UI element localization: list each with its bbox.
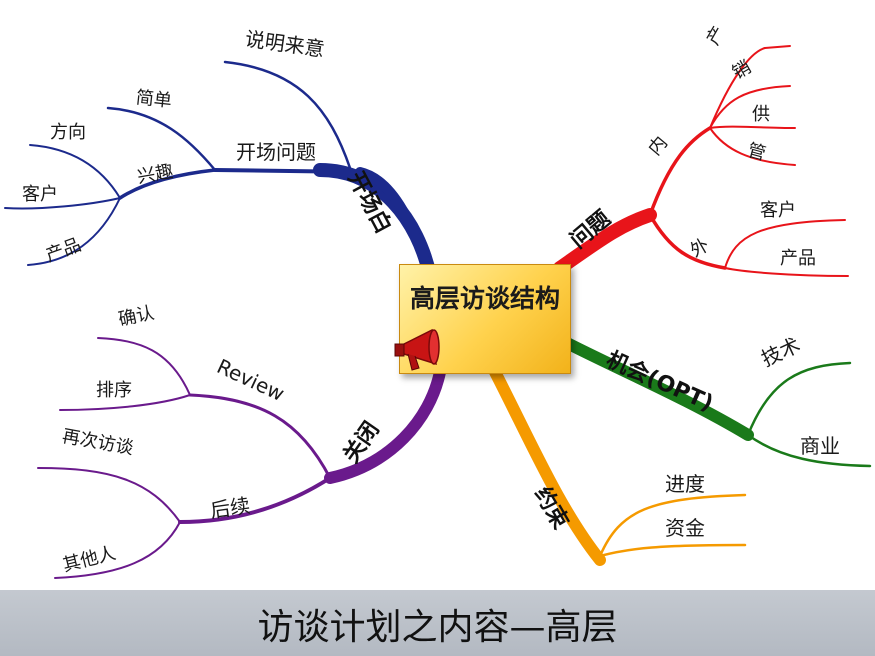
opening-direction-label: 方向 [50, 122, 86, 143]
problem-main-branch [553, 208, 657, 275]
close-followup-branch [178, 476, 332, 524]
opening-question-branch [213, 168, 362, 174]
problem-product-label: 产品 [780, 248, 816, 269]
opening-interest-branch [118, 168, 217, 200]
opportunity-tech-branch [746, 361, 852, 437]
opportunity-business-label: 商业 [800, 434, 840, 458]
close-others-branch [54, 521, 181, 579]
agreement-progress-label: 进度 [665, 472, 705, 496]
problem-sell-branch [709, 85, 791, 129]
close-followup-label: 后续 [208, 493, 252, 523]
mind-map-canvas: 高层访谈结构 开场白 说明来意 开场问题 兴趣 简单 方向 客户 产品 问题 内… [4, 23, 872, 579]
problem-supply-label: 供 [752, 104, 770, 125]
close-reinterview-branch [37, 467, 181, 523]
problem-inner-branch [648, 126, 712, 217]
opening-direction-branch [29, 144, 121, 199]
close-sort-branch [59, 394, 191, 411]
problem-supply-branch [709, 125, 796, 129]
footer-banner: 访谈计划之内容—高层 [0, 590, 875, 656]
center-topic-title: 高层访谈结构 [409, 284, 560, 313]
opportunity-business-branch [746, 433, 872, 468]
close-review-branch [188, 393, 332, 480]
agreement-main-branch [489, 366, 606, 566]
close-confirm-branch [97, 337, 191, 396]
problem-customer-label: 客户 [760, 200, 796, 221]
problem-outer-branch [648, 213, 727, 270]
opening-purpose-branch [223, 60, 352, 170]
close-main-branch [324, 366, 446, 484]
opening-customer-label: 客户 [22, 184, 58, 205]
problem-manage-branch [709, 127, 796, 166]
problem-customer-branch [724, 219, 846, 269]
footer-title: 访谈计划之内容—高层 [257, 607, 618, 648]
megaphone-icon [394, 328, 440, 371]
opening-customer-branch [4, 197, 121, 210]
opening-simple-branch [106, 106, 217, 172]
problem-product-branch [724, 267, 849, 277]
opening-question-label: 开场问题 [236, 140, 316, 164]
opening-simple-label: 简单 [134, 87, 173, 112]
agreement-progress-branch [598, 493, 747, 558]
opening-product-branch [27, 197, 121, 266]
problem-produce-branch [764, 45, 791, 49]
close-sort-label: 排序 [96, 380, 132, 401]
agreement-funds-branch [598, 543, 747, 558]
mind-map-branches [4, 45, 872, 579]
agreement-funds-label: 资金 [665, 516, 705, 540]
opportunity-main-branch [559, 336, 754, 441]
